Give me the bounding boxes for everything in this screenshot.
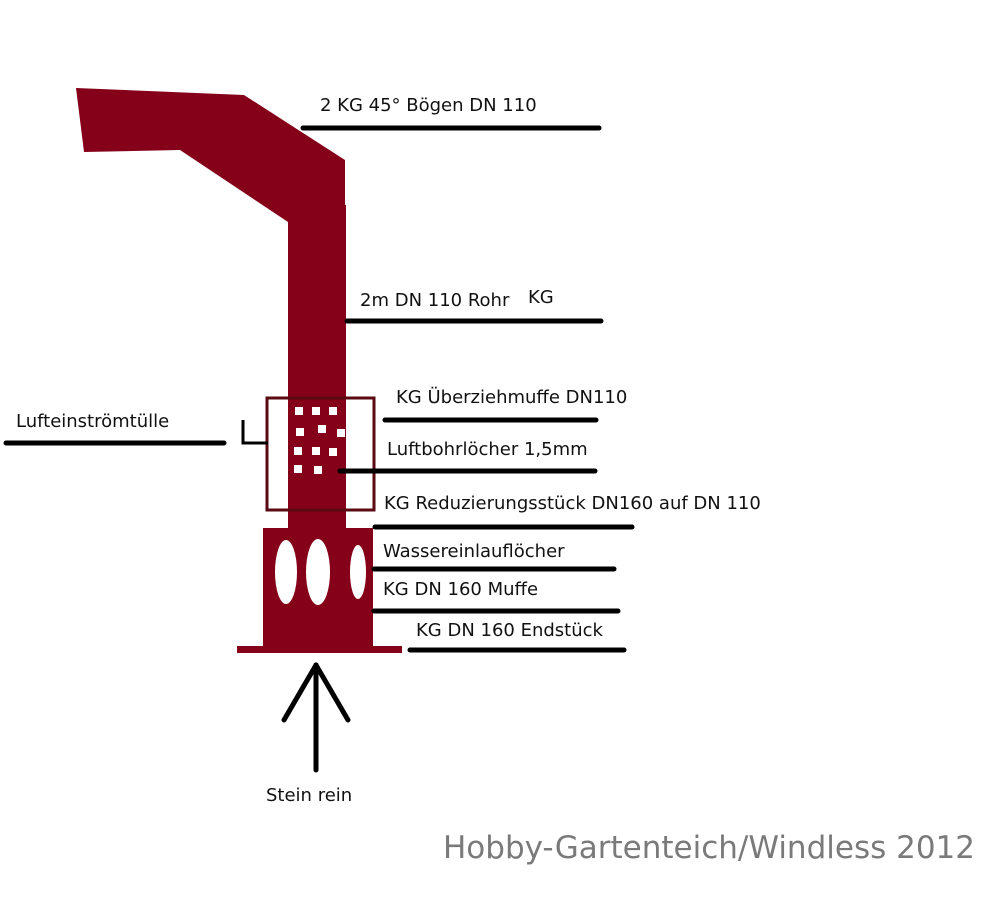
label-water-holes: Wassereinlauflöcher xyxy=(383,541,565,562)
watermark: Hobby-Gartenteich/Windless 2012 xyxy=(442,830,975,866)
label-end-cap: KG DN 160 Endstück xyxy=(416,620,603,641)
label-socket: KG DN 160 Muffe xyxy=(383,579,539,600)
sleeve-outline xyxy=(265,396,376,512)
air-nozzle xyxy=(241,420,268,445)
air-holes xyxy=(294,407,345,474)
label-pipe: 2m DN 110 Rohr xyxy=(360,290,510,311)
elbow-pipe xyxy=(76,88,345,222)
label-pipe-suffix: KG xyxy=(528,287,554,308)
label-sleeve: KG Überziehmuffe DN110 xyxy=(396,387,628,408)
label-reducer: KG Reduzierungsstück DN160 auf DN 110 xyxy=(384,493,761,514)
label-air-nozzle: Lufteinströmtülle xyxy=(16,411,170,432)
up-arrow-icon xyxy=(281,662,351,773)
label-stone-in: Stein rein xyxy=(266,785,353,806)
label-elbows: 2 KG 45° Bögen DN 110 xyxy=(320,95,537,116)
water-inlet-holes xyxy=(275,539,366,605)
end-cap-bar xyxy=(237,646,402,653)
leader-lines xyxy=(3,125,635,653)
label-air-holes: Luftbohrlöcher 1,5mm xyxy=(387,439,588,460)
main-pipe xyxy=(288,205,346,533)
